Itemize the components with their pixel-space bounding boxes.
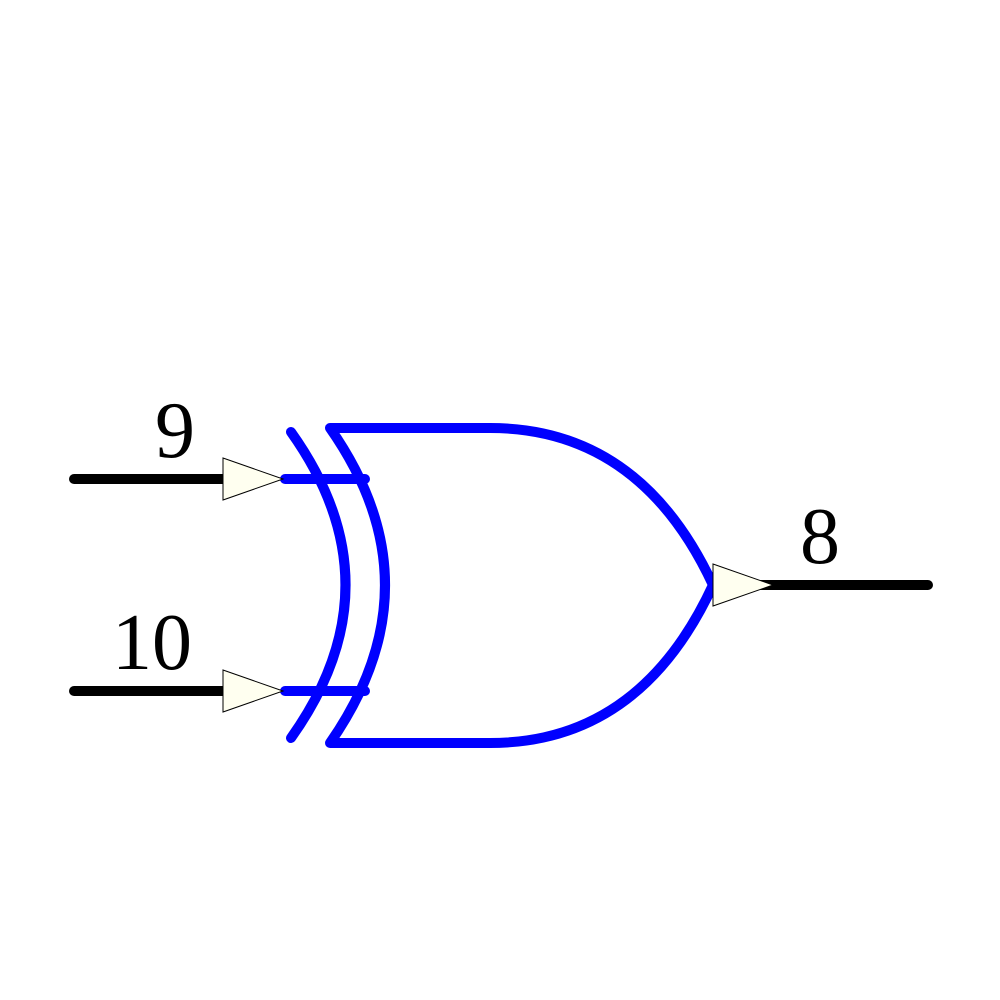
input-label-9: 9 — [155, 387, 195, 475]
input-label-10: 10 — [112, 599, 192, 687]
xor-back-curve — [286, 427, 351, 743]
gate-body — [325, 423, 718, 748]
output-label-8: 8 — [800, 493, 840, 581]
input-pin-arrow-10 — [222, 669, 285, 713]
input-pin-arrow-9 — [222, 457, 285, 501]
output-pin-arrow-8 — [712, 563, 775, 607]
